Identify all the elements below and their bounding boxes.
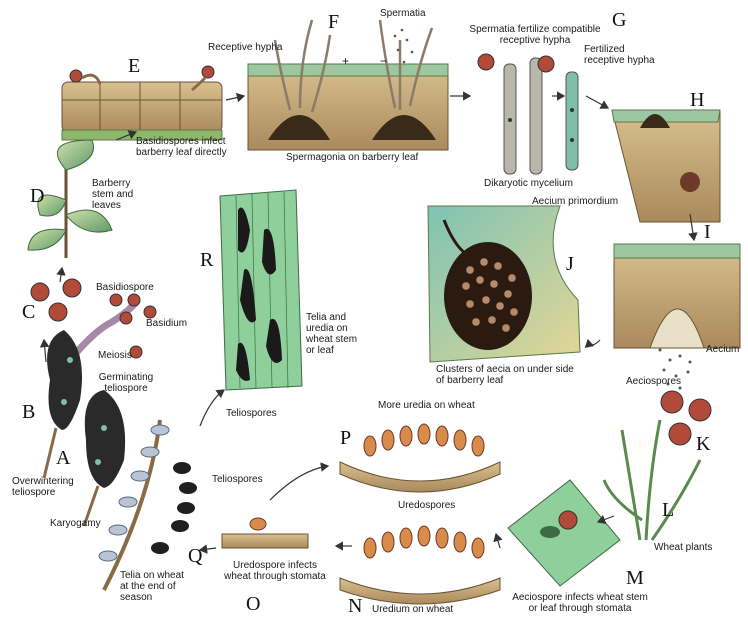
label-aeciospore-infects: Aeciospore infects wheat stem or leaf th… (500, 592, 660, 614)
stage-e-leaf-surface (61, 65, 223, 141)
stage-letter-m: M (626, 567, 644, 589)
stage-j-aecia-cluster (427, 205, 581, 363)
label-overwintering-line1: Overwintering (12, 476, 74, 487)
stage-letter-g: G (612, 9, 627, 31)
label-spermatia-fertilize-line1: Spermatia fertilize compatible (469, 24, 601, 35)
label-telia-end-line3: season (120, 592, 153, 603)
stage-letter-h: H (690, 89, 705, 111)
stage-letter-j: J (566, 253, 574, 275)
label-wheat-plants: Wheat plants (654, 542, 713, 553)
stage-k-aeciospores (660, 390, 712, 446)
stage-letter-n: N (348, 595, 363, 617)
label-spermatia-fertilize-line2: receptive hypha (499, 35, 571, 46)
stage-d-barberry-plant (27, 139, 113, 258)
stage-letter-d: D (30, 185, 45, 207)
stage-letter-o: O (246, 593, 261, 615)
stage-letter-k: K (696, 433, 711, 455)
label-telia-uredia-line2: uredia on (306, 323, 348, 334)
stage-letter-r: R (200, 249, 214, 271)
label-germinating-teliospore: Germinating teliospore (86, 372, 166, 394)
label-uredospore-infects-line2: wheat through stomata (224, 571, 326, 582)
stage-ab-teliospores (42, 330, 126, 527)
label-basidiospores-infect-line2: barberry leaf directly (136, 147, 227, 158)
stage-m-wheat-leaf-stoma (507, 479, 621, 587)
label-germinating-line1: Germinating (98, 372, 154, 383)
stage-letter-b: B (22, 401, 36, 423)
stage-letter-q: Q (188, 545, 203, 567)
label-teliospores-top: Teliospores (226, 408, 277, 419)
stage-letter-c: C (22, 301, 36, 323)
label-telia-uredia: Telia and uredia on wheat stem or leaf (306, 312, 357, 356)
stage-n-uredium (339, 525, 501, 605)
label-barberry-line2: stem and (92, 189, 134, 200)
label-clusters-aecia: Clusters of aecia on under side of barbe… (436, 364, 574, 386)
label-receptive-hypha: Receptive hypha (208, 42, 283, 53)
stage-o-uredospore-infection (221, 517, 309, 549)
label-overwintering-teliospore: Overwintering teliospore (12, 476, 74, 498)
label-fertilized-line2: receptive hypha (584, 55, 655, 66)
label-plus: + (342, 54, 350, 68)
label-telia-uredia-line1: Telia and (306, 312, 347, 323)
stage-g-hyphae (477, 53, 579, 175)
label-telia-end-season: Telia on wheat at the end of season (120, 570, 184, 603)
label-barberry-line1: Barberry (92, 178, 131, 189)
label-uredospores: Uredospores (398, 500, 456, 511)
label-dikaryotic: Dikaryotic mycelium (484, 178, 573, 189)
label-basidiospore: Basidiospore (96, 282, 154, 293)
label-clusters-line1: Clusters of aecia on under side (436, 364, 574, 375)
stage-f-spermagonia (247, 19, 449, 151)
label-telia-end-line1: Telia on wheat (120, 570, 184, 581)
label-telia-end-line2: at the end of (120, 581, 176, 592)
stage-letter-e: E (128, 55, 141, 77)
label-aecium: Aecium (706, 344, 740, 355)
stage-letter-f: F (328, 11, 340, 33)
label-fertilized-hypha: Fertilized receptive hypha (584, 44, 655, 66)
stage-i-aecium-section (613, 243, 741, 390)
stage-p-uredia (339, 423, 501, 493)
label-barberry: Barberry stem and leaves (92, 178, 133, 211)
cycle-arrows (39, 91, 698, 554)
label-uredospore-infects-line1: Uredospore infects (233, 560, 317, 571)
label-more-uredia: More uredia on wheat (378, 400, 475, 411)
label-aeciospores: Aeciospores (626, 376, 682, 387)
label-spermatia: Spermatia (380, 8, 426, 19)
label-clusters-line2: of barberry leaf (436, 375, 504, 386)
label-basidiospores-infect-line1: Basidiospores infect (136, 136, 226, 147)
label-barberry-line3: leaves (92, 200, 121, 211)
label-uredospore-infects: Uredospore infects wheat through stomata (216, 560, 334, 582)
stage-c-basidium (30, 278, 157, 363)
label-telia-uredia-line4: or leaf (306, 345, 334, 356)
label-telia-uredia-line3: wheat stem (306, 334, 358, 345)
stage-r-wheat-stem-telia (219, 189, 303, 391)
stage-l-wheat-plants (602, 419, 702, 541)
stage-letter-p: P (340, 427, 352, 449)
label-aecium-primordium: Aecium primordium (532, 196, 619, 207)
stage-q-telia (98, 419, 197, 591)
label-germinating-line2: teliospore (104, 383, 148, 394)
label-aeciospore-infects-line2: or leaf through stomata (528, 603, 632, 614)
label-basidiospores-infect: Basidiospores infect barberry leaf direc… (136, 136, 227, 158)
label-meiosis: Meiosis (98, 350, 132, 361)
stage-letter-l: L (662, 499, 675, 521)
label-teliospores-mid: Teliospores (212, 474, 263, 485)
label-karyogamy: Karyogamy (50, 518, 101, 529)
label-minus: − (380, 54, 388, 68)
stage-letter-a: A (56, 447, 71, 469)
label-spermagonia: Spermagonia on barberry leaf (286, 152, 419, 163)
label-uredium: Uredium on wheat (372, 604, 454, 615)
label-basidium: Basidium (146, 318, 188, 329)
label-fertilized-line1: Fertilized (584, 44, 625, 55)
label-aeciospore-infects-line1: Aeciospore infects wheat stem (512, 592, 648, 603)
stage-h-aecium-primordium (611, 109, 721, 223)
label-spermatia-fertilize: Spermatia fertilize compatible receptive… (462, 24, 608, 46)
stage-letter-i: I (704, 221, 711, 243)
label-overwintering-line2: teliospore (12, 487, 56, 498)
